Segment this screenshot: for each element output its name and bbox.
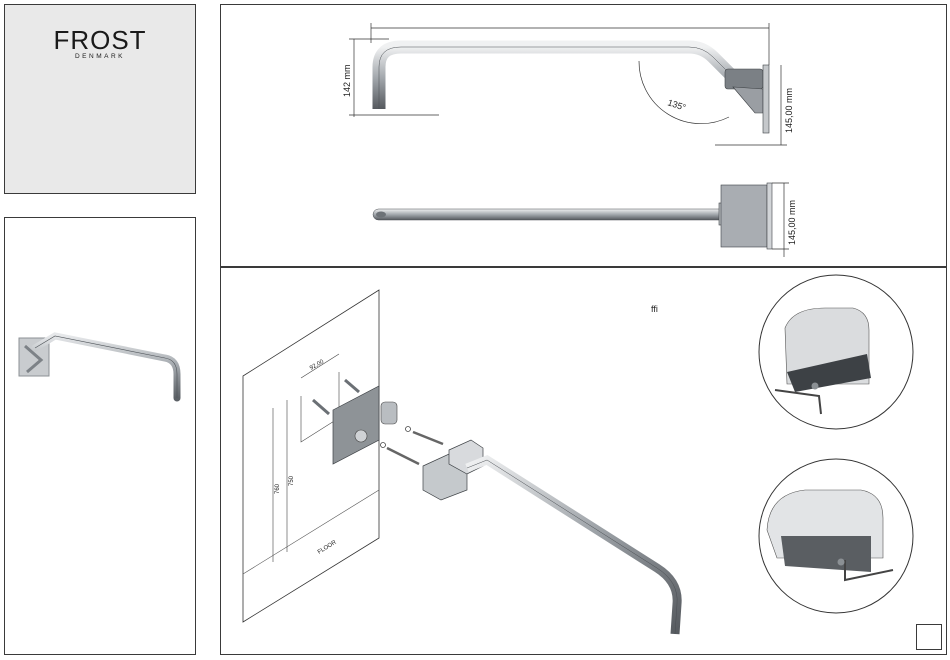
angle-arc	[639, 61, 729, 124]
logo-panel: FROST DENMARK	[4, 4, 196, 194]
detail-lower-bracket	[781, 536, 871, 572]
handrail-tube	[35, 336, 177, 398]
detail-upper-screw-head	[812, 383, 819, 390]
mounting-screw-lower	[387, 448, 419, 464]
washer-upper	[406, 427, 411, 432]
height-outer-label: 760	[275, 483, 281, 494]
angle-label: 135°	[666, 97, 687, 112]
mounting-screw-upper	[413, 432, 443, 444]
wall	[243, 290, 379, 622]
height-inner-label: 750	[289, 475, 295, 486]
assembly-drawing: FLOOR 760 750 92,00	[221, 268, 946, 654]
wall-plate-top	[767, 183, 772, 249]
bracket-support-front	[733, 87, 763, 113]
stray-mark: ffi	[651, 304, 658, 314]
product-photo	[5, 218, 195, 654]
brand-subtitle: DENMARK	[5, 53, 195, 60]
height-dimension-label: 142 mm	[342, 64, 352, 97]
spacer-sleeve	[381, 402, 397, 424]
assembly-panel: FLOOR 760 750 92,00	[220, 267, 947, 655]
washer-lower	[381, 443, 386, 448]
rail-end-cap	[376, 212, 386, 218]
bracket-body-front	[725, 69, 763, 89]
handrail-assembly	[467, 460, 677, 634]
detail-lower-screw-head	[838, 559, 845, 566]
rail-front-view	[379, 47, 733, 109]
wall-plate-front	[763, 65, 769, 133]
plate-boss	[355, 430, 367, 442]
product-photo-panel	[4, 217, 196, 655]
technical-drawing-panel: 142 mm 135° 145,00 mm 145,00 mm	[220, 4, 947, 267]
page-corner-box	[916, 624, 942, 650]
bracket-body-top	[721, 185, 767, 247]
technical-drawing: 142 mm 135° 145,00 mm 145,00 mm	[221, 5, 946, 266]
bracket-height-label-front: 145,00 mm	[784, 88, 794, 133]
bracket-height-label-top: 145,00 mm	[787, 200, 797, 245]
rail-top-view	[373, 209, 725, 220]
handrail-assembly-outline	[467, 460, 677, 634]
rail-front-outline	[379, 47, 733, 109]
brand-logo: FROST	[5, 25, 195, 56]
